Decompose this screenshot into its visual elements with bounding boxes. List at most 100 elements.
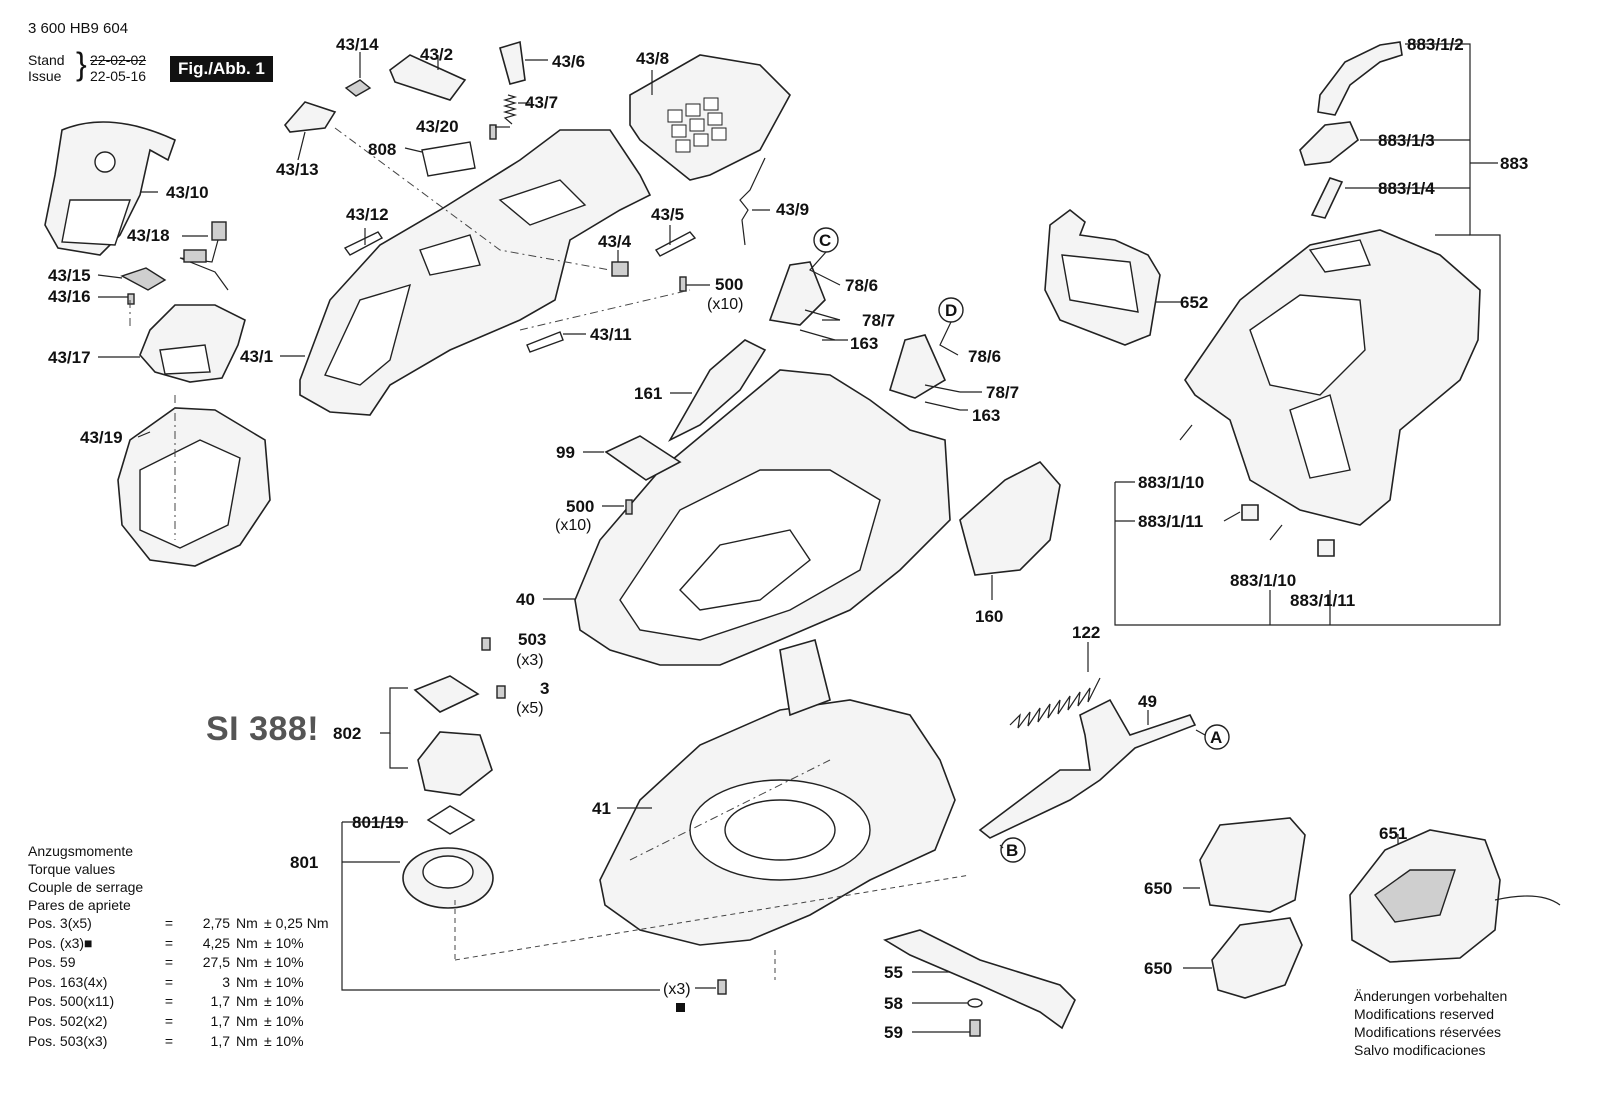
label-43-10: 43/10 [166, 183, 209, 202]
part-883-1-4 [1310, 177, 1344, 219]
part-883-grass-catcher [1184, 229, 1481, 526]
part-802-board [413, 675, 493, 796]
callout-b-circle [1000, 837, 1026, 863]
part-43-12 [343, 231, 384, 256]
label-43-16: 43/16 [48, 287, 91, 306]
label-78-7-a: 78/7 [862, 311, 895, 330]
callout-a-circle [1204, 724, 1230, 750]
part-40-housing [574, 369, 951, 666]
label-43-6: 43/6 [552, 52, 585, 71]
part-3-screw [496, 685, 506, 699]
part-43-6 [499, 40, 526, 85]
label-43-5: 43/5 [651, 205, 684, 224]
label-883-1-4: 883/1/4 [1378, 179, 1435, 198]
part-43-13 [283, 101, 337, 133]
label-41: 41 [592, 799, 611, 818]
part-43-18-wiring [179, 221, 229, 291]
label-40: 40 [516, 590, 535, 609]
part-58-washer [967, 998, 983, 1008]
part-99-pad [604, 435, 682, 481]
label-callout-c: C [819, 231, 831, 250]
part-883-1-11-feet [1241, 504, 1335, 557]
label-883-1-10-a: 883/1/10 [1138, 473, 1204, 492]
label-500-a: 500 [715, 275, 743, 294]
part-x3-screw [717, 979, 727, 995]
label-43-12: 43/12 [346, 205, 389, 224]
part-78-7-163-pins [799, 309, 961, 411]
part-43-17-housing [139, 304, 246, 383]
part-59-bolt [969, 1019, 981, 1037]
stand-date: 22-02-02 [90, 52, 147, 68]
part-43-8-flap [629, 54, 791, 181]
label-652: 652 [1180, 293, 1208, 312]
part-500a-screw [679, 276, 687, 292]
label-callout-a: A [1210, 728, 1222, 747]
label-883-1-3: 883/1/3 [1378, 131, 1435, 150]
modifications-notice: Änderungen vorbehalten Modifications res… [1354, 988, 1508, 1058]
label-503-qty: (x3) [516, 652, 544, 669]
label-883-1-2: 883/1/2 [1407, 35, 1464, 54]
part-883-1-10-pins [1179, 424, 1283, 541]
label-651: 651 [1379, 824, 1407, 843]
label-43-18: 43/18 [127, 226, 170, 245]
part-651-charger [1349, 829, 1561, 963]
label-43-9: 43/9 [776, 200, 809, 219]
label-78-6-a: 78/6 [845, 276, 878, 295]
label-650-b: 650 [1144, 959, 1172, 978]
label-78-6-b: 78/6 [968, 347, 1001, 366]
part-652-lid [1044, 208, 1161, 346]
part-43-16-screw [127, 293, 135, 305]
part-122-spring [1009, 677, 1101, 729]
label-3-qty: (x5) [516, 700, 544, 717]
label-43-19: 43/19 [80, 428, 123, 447]
brace-glyph: } [76, 46, 87, 82]
label-49: 49 [1138, 692, 1157, 711]
label-801: 801 [290, 853, 318, 872]
document-number: 3 600 HB9 604 [28, 20, 129, 37]
label-callout-b: B [1006, 841, 1018, 860]
part-78-6-c [768, 261, 826, 326]
label-78-7-b: 78/7 [986, 383, 1019, 402]
part-808-label [421, 141, 476, 177]
torque-values-table: Anzugsmomente Torque values Couple de se… [28, 842, 354, 1051]
part-49-handle-bar [978, 698, 1197, 839]
part-43-15-switch [120, 267, 167, 291]
label-x3: (x3) [663, 981, 691, 998]
stand-issue-dates: 22-02-02 22-05-16 [90, 52, 146, 84]
part-43-2 [389, 54, 467, 101]
label-883-1-10-b: 883/1/10 [1230, 571, 1296, 590]
part-503-screw [481, 637, 491, 651]
service-info-notice: SI 388! [206, 710, 320, 748]
part-55-blade [883, 929, 1076, 1030]
part-43-1-top-housing [299, 129, 652, 416]
part-43-14 [344, 79, 372, 97]
label-43-11: 43/11 [590, 325, 632, 344]
part-801-motor-unit [402, 847, 494, 909]
part-801-19-pad [426, 805, 476, 835]
part-41-deck [599, 639, 956, 946]
label-883-1-11-a: 883/1/11 [1138, 512, 1203, 531]
label-163-b: 163 [972, 406, 1000, 425]
part-43-5 [654, 231, 697, 257]
label-500-b: 500 [566, 497, 594, 516]
label-163-a: 163 [850, 334, 878, 353]
tightening-marker-square [676, 1003, 685, 1012]
label-883: 883 [1500, 154, 1528, 173]
label-43-7: 43/7 [525, 93, 558, 112]
part-43-7-spring [502, 94, 518, 125]
label-802: 802 [333, 724, 361, 743]
part-43-11 [526, 331, 564, 353]
part-500b-screw [625, 499, 633, 515]
label-500-b-qty: (x10) [555, 517, 591, 534]
label-883-1-11-b: 883/1/11 [1290, 591, 1355, 610]
label-500-a-qty: (x10) [707, 296, 743, 313]
part-650-battery-a [1199, 817, 1306, 913]
label-43-1: 43/1 [240, 347, 273, 366]
